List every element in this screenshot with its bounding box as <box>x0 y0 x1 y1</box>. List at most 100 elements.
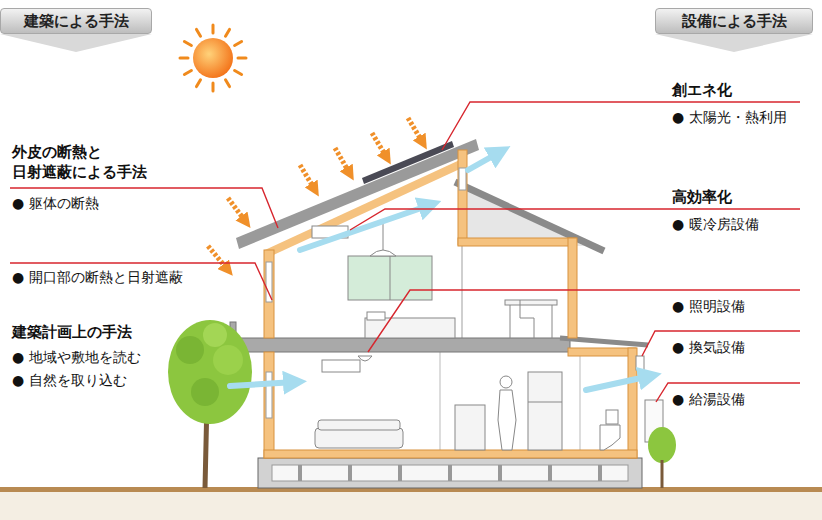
sun <box>180 25 246 91</box>
house-body-part <box>579 352 581 450</box>
furniture-part <box>498 390 516 450</box>
wind-arrows-part <box>586 376 650 390</box>
tree <box>168 320 676 488</box>
method-heading: 高効率化 <box>672 187 732 207</box>
sun-part <box>180 25 246 91</box>
sun-part-part <box>238 57 246 60</box>
sun-part-part <box>235 42 242 46</box>
foundation-part-part <box>498 465 502 481</box>
furniture-part <box>636 356 644 370</box>
foundation-part-part <box>398 465 402 481</box>
solar-panel <box>362 141 454 184</box>
furniture-part <box>390 256 391 300</box>
sun-part-part <box>226 29 230 36</box>
furniture-part <box>315 428 403 448</box>
sun-part-part <box>212 83 215 91</box>
solar-panel-part <box>362 141 454 184</box>
house-body-part <box>266 262 272 302</box>
tree-part <box>168 320 252 424</box>
sun-part-part <box>235 71 242 75</box>
house-body-part <box>264 150 637 458</box>
furniture-part <box>510 305 511 338</box>
foundation-part-part <box>548 465 552 481</box>
method-item: ● 躯体の断熱 <box>12 193 99 213</box>
house-body-part <box>230 338 570 352</box>
house-body-part <box>459 168 466 190</box>
furniture-part <box>348 256 432 300</box>
foundation-part <box>300 465 600 481</box>
foundation <box>258 458 642 488</box>
wind-arrows <box>230 152 650 390</box>
furniture-part <box>528 372 562 450</box>
house-body-part-part <box>568 238 577 338</box>
furniture-part <box>318 420 400 430</box>
sun-rays-part <box>408 118 423 143</box>
leader-lines-part <box>642 331 800 356</box>
leader-lines-part <box>442 102 800 150</box>
house-body-part <box>560 338 648 345</box>
banner-chevrons <box>0 34 813 52</box>
furniture-part <box>600 425 620 450</box>
banner-text: 設備による手法 <box>682 12 787 31</box>
sun-rays-part <box>335 148 350 174</box>
furniture-part <box>552 305 553 338</box>
section-banner: 設備による手法 <box>655 8 813 34</box>
house-body-part <box>266 372 272 418</box>
furniture <box>312 222 663 450</box>
sun-part-part <box>180 57 188 60</box>
method-item: ● 照明設備 <box>672 296 745 316</box>
tree-part <box>648 427 676 463</box>
house-body-part <box>461 246 463 338</box>
sun-rays-part <box>372 133 387 158</box>
house-body-part <box>455 182 604 251</box>
furniture-part <box>520 300 534 338</box>
sun-rays-part <box>228 198 246 222</box>
furniture-part <box>383 222 384 250</box>
furniture-part <box>370 250 396 256</box>
method-item: ● 給湯設備 <box>672 389 745 409</box>
foundation-part <box>272 465 628 481</box>
foundation-part-part <box>598 465 602 481</box>
furniture-part <box>322 360 360 372</box>
banner-chevrons-part <box>0 34 152 52</box>
tree-part <box>203 323 227 347</box>
house-body-part-part <box>458 238 576 246</box>
method-item: ● 地域や敷地を読む <box>12 347 141 367</box>
wind-arrows-part <box>468 152 500 170</box>
furniture-part <box>455 405 485 450</box>
wind-arrows-part <box>230 382 295 386</box>
method-heading: 創エネ化 <box>672 80 732 100</box>
method-item: ● 自然を取り込む <box>12 370 127 390</box>
furniture-part <box>358 356 372 361</box>
leader-lines <box>10 102 800 402</box>
house-body-part <box>236 139 479 249</box>
method-item: ● 開口部の断熱と日射遮蔽 <box>12 267 183 287</box>
house-body-part-part <box>458 150 467 245</box>
furniture-part <box>528 402 562 403</box>
sun-part-part <box>197 29 201 36</box>
furniture-part <box>500 376 512 388</box>
wind-arrows-part <box>300 205 430 250</box>
tree-part <box>213 345 243 375</box>
house-body-part-part <box>568 348 636 356</box>
foundation-part <box>258 458 642 488</box>
house-body <box>230 139 648 458</box>
method-item: ● 太陽光・熱利用 <box>672 107 787 127</box>
section-banner: 建築による手法 <box>0 8 152 34</box>
tree-part <box>176 336 204 364</box>
banner-text: 建築による手法 <box>24 12 129 31</box>
tree-part <box>191 378 219 406</box>
sun-part-part <box>197 80 201 87</box>
banner-chevrons-part <box>655 34 813 52</box>
sun-part <box>193 38 233 78</box>
sun-part-part <box>184 42 191 46</box>
method-heading: 外皮の断熱と 日射遮蔽による手法 <box>12 142 187 182</box>
sun-part-part <box>226 80 230 87</box>
furniture-part <box>505 300 557 305</box>
house-body-part-part <box>264 352 274 458</box>
leader-lines-part <box>10 263 272 300</box>
method-item: ● 暖冷房設備 <box>672 214 759 234</box>
